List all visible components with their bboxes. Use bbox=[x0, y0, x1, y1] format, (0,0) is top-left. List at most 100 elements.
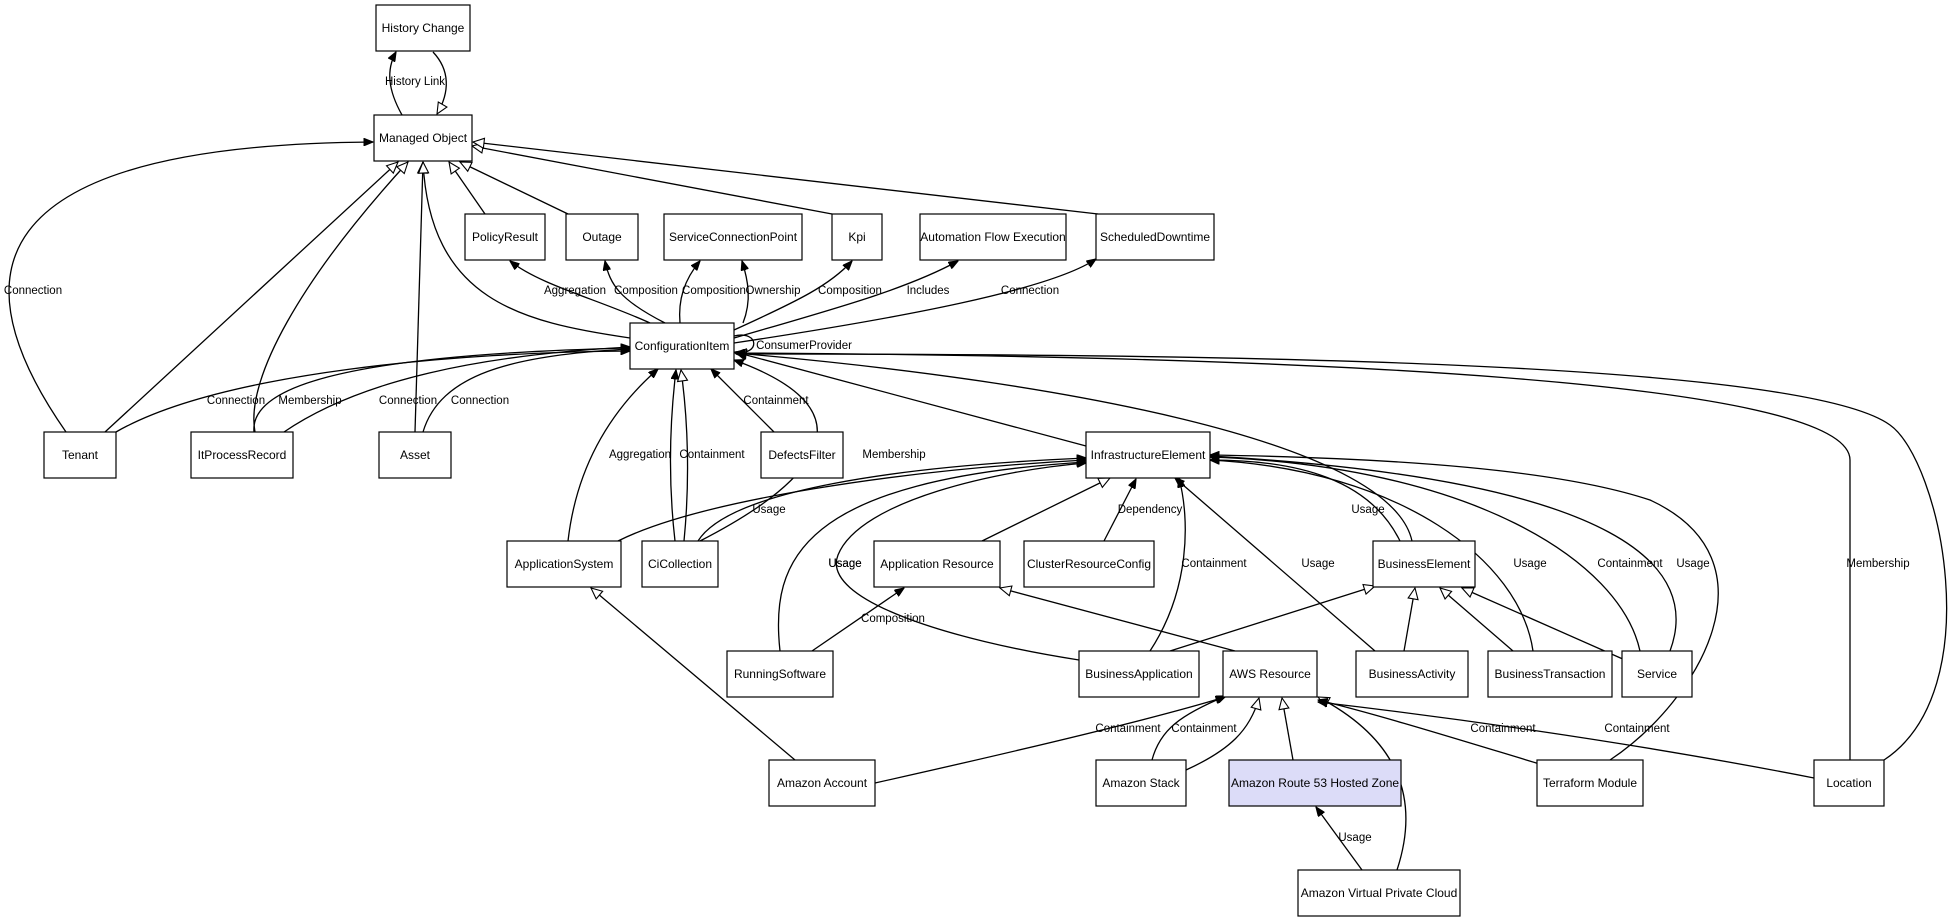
node-kpi[interactable]: Kpi bbox=[831, 213, 883, 261]
edge-label-acct-aws-contain: Containment bbox=[1095, 723, 1161, 735]
edge-itpr-inherit bbox=[253, 162, 408, 433]
node-amazon-stack[interactable]: Amazon Stack bbox=[1095, 759, 1187, 807]
node-box bbox=[641, 540, 719, 588]
node-box bbox=[1355, 650, 1469, 698]
node-scheduled-downtime[interactable]: ScheduledDowntime bbox=[1095, 213, 1215, 261]
node-box bbox=[378, 431, 452, 479]
edge-bact-infra-usage bbox=[1175, 478, 1376, 652]
edge-infra-inherit bbox=[735, 352, 1087, 447]
node-label: Service bbox=[1637, 667, 1677, 681]
node-automation-flow-execution[interactable]: Automation Flow Execution bbox=[919, 213, 1067, 261]
node-box bbox=[919, 213, 1067, 261]
node-terraform-module[interactable]: Terraform Module bbox=[1536, 759, 1644, 807]
node-running-software[interactable]: RunningSoftware bbox=[726, 650, 834, 698]
edge-label-cicoll-ci-contain: Containment bbox=[679, 449, 745, 461]
node-managed-object[interactable]: Managed Object bbox=[373, 114, 473, 162]
edge-tf-aws-contain bbox=[1318, 700, 1544, 766]
node-box bbox=[565, 213, 639, 261]
node-label: Location bbox=[1826, 776, 1871, 790]
node-business-activity[interactable]: BusinessActivity bbox=[1355, 650, 1469, 698]
node-amazon-route53-hosted-zone[interactable]: Amazon Route 53 Hosted Zone bbox=[1228, 759, 1402, 807]
node-label: Asset bbox=[400, 448, 431, 462]
node-business-transaction[interactable]: BusinessTransaction bbox=[1487, 650, 1613, 698]
node-service[interactable]: Service bbox=[1621, 650, 1693, 698]
node-infrastructure-element[interactable]: InfrastructureElement bbox=[1085, 431, 1211, 479]
node-defects-filter[interactable]: DefectsFilter bbox=[760, 431, 844, 479]
node-service-connection-point[interactable]: ServiceConnectionPoint bbox=[663, 213, 803, 261]
node-label: ScheduledDowntime bbox=[1100, 230, 1210, 244]
edge-tenant-inherit bbox=[104, 162, 398, 433]
edge-label-cicoll-infra-usage: Usage bbox=[752, 504, 785, 516]
node-label: ItProcessRecord bbox=[198, 448, 287, 462]
node-policy-result[interactable]: PolicyResult bbox=[464, 213, 546, 261]
edge-asset-inherit bbox=[414, 162, 423, 433]
edge-tenant-ci bbox=[115, 351, 630, 433]
edge-ba-infra-contain bbox=[1149, 478, 1186, 652]
node-configuration-item[interactable]: ConfigurationItem bbox=[629, 322, 735, 370]
edge-label-ci-sched: Connection bbox=[1001, 285, 1059, 297]
node-box bbox=[464, 213, 546, 261]
node-label: PolicyResult bbox=[472, 230, 539, 244]
edge-location-ci bbox=[736, 354, 1948, 761]
edge-bact-be-inherit bbox=[1403, 588, 1415, 652]
node-location[interactable]: Location bbox=[1813, 759, 1885, 807]
node-ci-collection[interactable]: CiCollection bbox=[641, 540, 719, 588]
node-label: BusinessTransaction bbox=[1495, 667, 1606, 681]
node-label: Automation Flow Execution bbox=[920, 230, 1065, 244]
edge-label-bt-infra-usage: Usage bbox=[1513, 558, 1546, 570]
edge-label-vpc-r53-usage: Usage bbox=[1338, 832, 1371, 844]
edge-label-crc-infra: Dependency bbox=[1118, 504, 1183, 516]
edge-sched-inherit bbox=[473, 142, 1099, 215]
edge-label-loc-aws-contain: Containment bbox=[1604, 723, 1670, 735]
node-it-process-record[interactable]: ItProcessRecord bbox=[190, 431, 294, 479]
node-asset[interactable]: Asset bbox=[378, 431, 452, 479]
edge-label-ci-scp-own: Ownership bbox=[746, 285, 801, 297]
edge-location-ci-member bbox=[735, 353, 1851, 761]
edge-cicoll-inherit bbox=[681, 370, 688, 542]
edge-appsys-infra bbox=[617, 460, 1086, 542]
node-amazon-account[interactable]: Amazon Account bbox=[768, 759, 876, 807]
edge-appsys-ci bbox=[567, 369, 658, 542]
edge-ci-sched bbox=[733, 259, 1096, 344]
node-label: BusinessActivity bbox=[1369, 667, 1456, 681]
node-aws-resource[interactable]: AWS Resource bbox=[1222, 650, 1318, 698]
node-history-change[interactable]: History Change bbox=[375, 4, 471, 52]
node-amazon-vpc[interactable]: Amazon Virtual Private Cloud bbox=[1297, 869, 1461, 917]
edge-label-ci-outage: Composition bbox=[614, 285, 678, 297]
edge-label-rs-appres: Composition bbox=[861, 613, 925, 625]
edge-label-svc-infra-contain: Containment bbox=[1597, 558, 1663, 570]
node-tenant[interactable]: Tenant bbox=[43, 431, 117, 479]
edge-label-history-link: History Link bbox=[385, 76, 445, 88]
node-box bbox=[1297, 869, 1461, 917]
node-business-application[interactable]: BusinessApplication bbox=[1078, 650, 1200, 698]
edge-ci-scp-own bbox=[742, 261, 749, 324]
edge-label-ci-kpi: Composition bbox=[818, 285, 882, 297]
node-label: Kpi bbox=[848, 230, 865, 244]
node-application-resource[interactable]: Application Resource bbox=[873, 540, 1001, 588]
node-label: ConfigurationItem bbox=[635, 339, 730, 353]
edge-aws-appres-inherit bbox=[1000, 588, 1236, 652]
edge-ba-infra-usage bbox=[835, 463, 1086, 661]
node-box bbox=[1023, 540, 1155, 588]
edge-ba-be-inherit bbox=[1169, 586, 1375, 652]
node-business-element[interactable]: BusinessElement bbox=[1372, 540, 1476, 588]
node-outage[interactable]: Outage bbox=[565, 213, 639, 261]
edge-label-itpr-ci-conn: Connection bbox=[379, 395, 437, 407]
edge-svc-infra-contain bbox=[1210, 457, 1641, 652]
node-box bbox=[1078, 650, 1200, 698]
edge-label-ci-self: ConsumerProvider bbox=[756, 340, 852, 352]
edge-label-itpr-ci-member: Membership bbox=[278, 395, 341, 407]
node-box bbox=[1095, 759, 1187, 807]
edge-ci-policy bbox=[510, 261, 651, 324]
node-box bbox=[831, 213, 883, 261]
node-label: RunningSoftware bbox=[734, 667, 826, 681]
node-application-system[interactable]: ApplicationSystem bbox=[506, 540, 622, 588]
edge-acct-aws-contain bbox=[874, 697, 1225, 784]
node-cluster-resource-config[interactable]: ClusterResourceConfig bbox=[1023, 540, 1155, 588]
edge-ci-afe bbox=[733, 261, 958, 339]
edge-vpc-r53-usage bbox=[1316, 807, 1363, 871]
node-label: DefectsFilter bbox=[768, 448, 835, 462]
edge-cicoll-infra-usage bbox=[697, 458, 1086, 542]
edge-stack-aws-contain bbox=[1151, 696, 1226, 761]
node-label: Amazon Route 53 Hosted Zone bbox=[1231, 776, 1399, 790]
